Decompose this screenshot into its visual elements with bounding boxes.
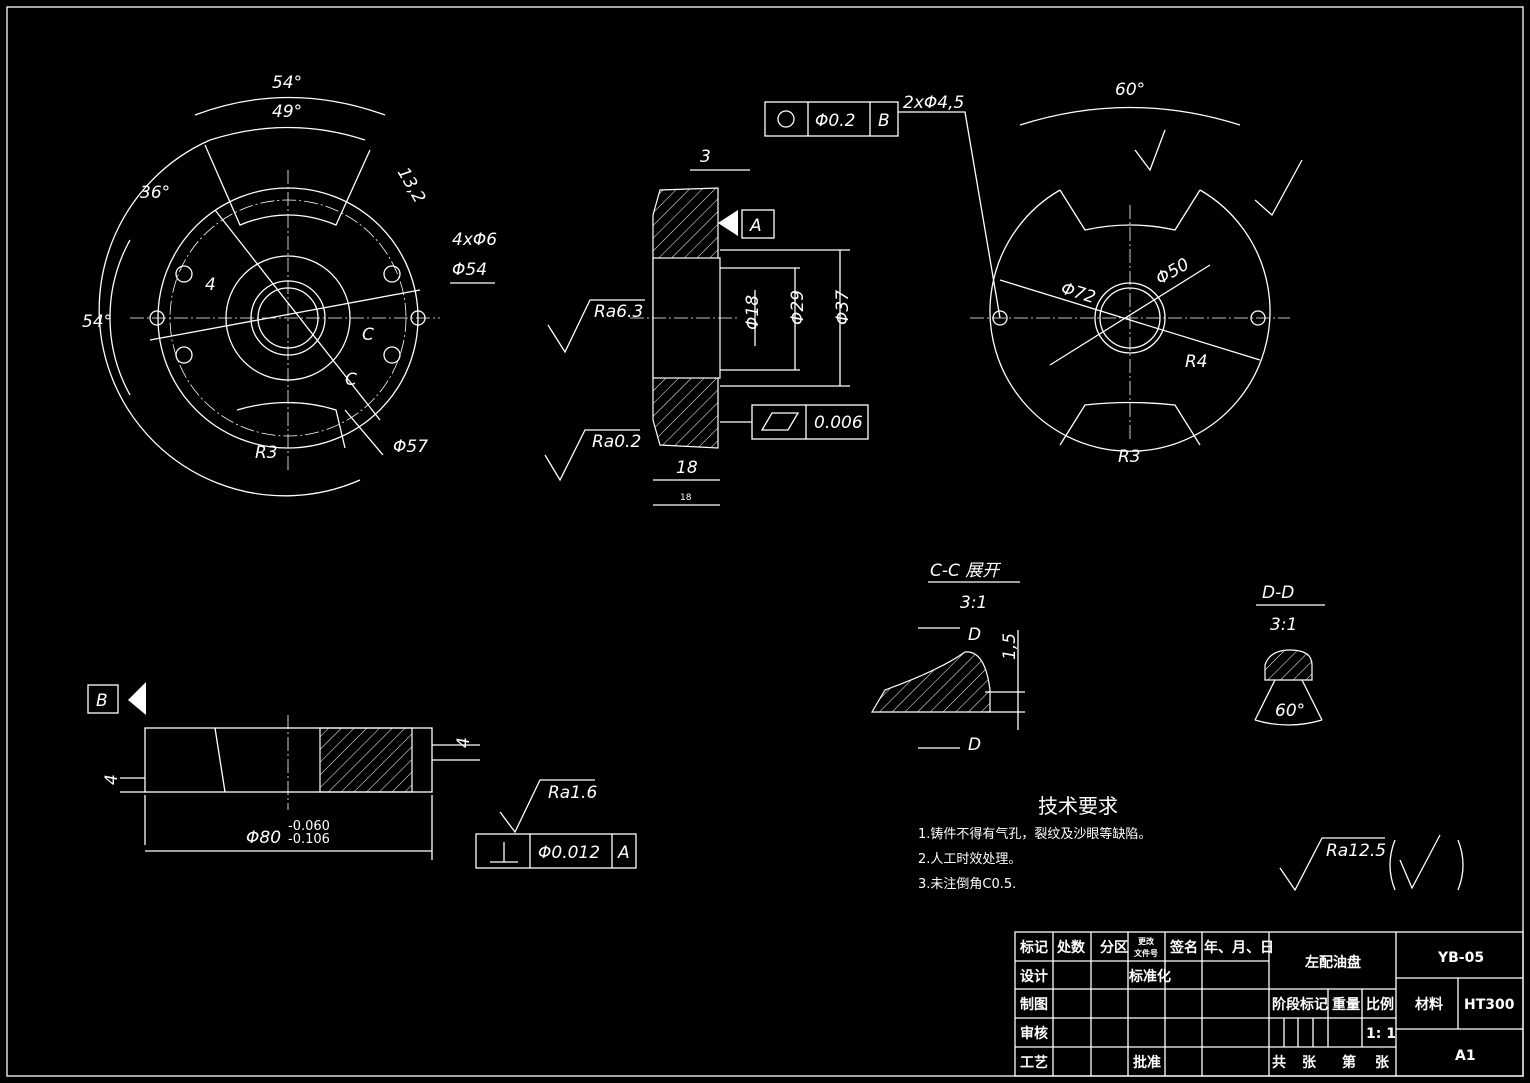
tb-stage: 阶段标记 (1272, 996, 1328, 1013)
tol-lower: -0.106 (288, 832, 330, 847)
dim-60deg: 60° (1115, 80, 1145, 100)
dim-1-5: 1,5 (1000, 633, 1020, 660)
dim-18: 18 (676, 458, 698, 478)
tb-scale-label: 比例 (1366, 996, 1394, 1013)
tb-material-label: 材料 (1415, 996, 1443, 1013)
dim-d29: Φ29 (788, 290, 808, 325)
dim-d80: Φ80 (246, 828, 281, 848)
perpendicularity-icon (490, 842, 518, 863)
tb-review: 审核 (1020, 1025, 1048, 1042)
section-dd-title: D-D (1262, 583, 1294, 603)
tb-sheets: 共 (1272, 1054, 1286, 1071)
dim-4-left: 4 (102, 774, 122, 785)
section-view: A 3 Ra6.3 Ra0.2 Φ18 Φ29 Φ37 18 18 0.006 (544, 147, 869, 506)
section-cc-title: C-C 展开 (930, 561, 1001, 581)
tb-scale: 1: 1 (1366, 1026, 1396, 1042)
dim-d50: Φ50 (1153, 255, 1193, 290)
section-d-label: D (968, 735, 981, 755)
dim-54deg-left: 54° (82, 312, 112, 332)
roughness-ra6-3: Ra6.3 (594, 302, 643, 322)
perpendicularity-tolerance: Φ0.012 (538, 843, 600, 863)
dim-4: 4 (205, 275, 216, 295)
dim-3: 3 (700, 147, 711, 167)
section-d-label: D (968, 625, 981, 645)
dim-holes-2x: 2xΦ4,5 (903, 93, 964, 113)
roughness-ra12-5: Ra12.5 (1326, 841, 1386, 861)
dim-d18: Φ18 (743, 295, 763, 330)
tol-upper: -0.060 (288, 819, 330, 834)
dim-d72: Φ72 (1059, 279, 1098, 308)
technical-requirements: 技术要求 1.铸件不得有气孔，裂纹及沙眼等缺陷。 2.人工时效处理。 3.未注倒… (918, 794, 1151, 892)
tb-weight: 重量 (1332, 996, 1360, 1013)
position-datum: B (878, 111, 890, 131)
dim-d37: Φ37 (833, 290, 853, 325)
datum-b: B (96, 691, 108, 711)
position-tolerance: Φ0.2 (815, 111, 855, 131)
section-c-label: C (345, 370, 357, 390)
tb-design: 设计 (1020, 968, 1048, 985)
tb-process: 工艺 (1020, 1054, 1048, 1071)
perpendicularity-datum: A (617, 843, 630, 863)
section-c-c: C-C 展开 3:1 D D 1,5 (870, 561, 1025, 755)
tech-item: 1.铸件不得有气孔，裂纹及沙眼等缺陷。 (918, 826, 1151, 842)
dim-r3: R3 (255, 443, 278, 463)
dim-d57: Φ57 (393, 437, 428, 457)
tb-approve: 批准 (1133, 1054, 1161, 1071)
section-dd-scale: 3:1 (1270, 615, 1297, 635)
tb-material: HT300 (1464, 997, 1515, 1013)
tech-title: 技术要求 (1038, 794, 1118, 818)
position-icon (777, 110, 795, 128)
dim-18-small: 18 (680, 493, 692, 503)
section-c-label: C (362, 325, 374, 345)
general-roughness: Ra12.5 (1279, 834, 1464, 892)
tech-item: 2.人工时效处理。 (918, 852, 1021, 867)
dim-4-right: 4 (454, 737, 474, 748)
top-right-view: Φ0.2 B 2xΦ4,5 60° Φ72 Φ50 R4 R3 (764, 80, 1303, 467)
tb-zone: 分区 (1100, 940, 1128, 956)
dim-36deg: 36° (140, 183, 170, 203)
roughness-ra1-6: Ra1.6 (548, 783, 597, 803)
datum-a: A (749, 216, 762, 236)
dim-d54: Φ54 (452, 260, 487, 280)
tb-sheet-no: 张 (1375, 1055, 1390, 1071)
tb-sheet-no: 第 (1342, 1054, 1356, 1071)
tb-size: A1 (1455, 1048, 1476, 1064)
dim-r4: R4 (1185, 352, 1208, 372)
dim-13-2: 13,2 (393, 164, 429, 207)
tb-mark: 标记 (1019, 939, 1048, 956)
tb-docno: 文件号 (1134, 948, 1158, 958)
dim-r3-right: R3 (1118, 447, 1141, 467)
tb-drawing-no: YB-05 (1437, 950, 1484, 966)
drawing-border (6, 6, 1524, 1077)
dim-holes: 4xΦ6 (452, 230, 497, 250)
tb-date: 年、月、日 (1204, 939, 1274, 956)
tb-count: 处数 (1056, 939, 1086, 956)
dim-54deg: 54° (272, 73, 302, 93)
tb-part-name: 左配油盘 (1304, 954, 1361, 971)
tech-item: 3.未注倒角C0.5. (918, 877, 1016, 892)
tb-standard: 标准化 (1128, 968, 1171, 985)
dim-dd-60deg: 60° (1275, 701, 1305, 721)
top-left-view: 54° 49° 36° 54° 13,2 4xΦ6 Φ54 Φ57 R3 4 C… (82, 73, 497, 497)
flatness-tolerance: 0.006 (814, 413, 863, 433)
section-d-d: D-D 3:1 60° (1254, 583, 1325, 726)
tb-sheets: 张 (1302, 1055, 1317, 1071)
tb-draw: 制图 (1020, 996, 1048, 1013)
section-cc-scale: 3:1 (960, 593, 987, 613)
bottom-view: B 4 4 Ra1.6 Φ80 -0.060 -0.106 Φ0.012 A (87, 682, 637, 869)
dim-49deg: 49° (272, 102, 302, 122)
tb-docno: 更改 (1138, 936, 1155, 946)
tb-sign: 签名 (1169, 939, 1198, 956)
title-block: 标记 处数 分区 更改 文件号 签名 年、月、日 设计 标准化 制图 审核 工艺… (1014, 931, 1524, 1077)
flatness-icon (760, 412, 800, 431)
roughness-ra0-2: Ra0.2 (592, 432, 641, 452)
